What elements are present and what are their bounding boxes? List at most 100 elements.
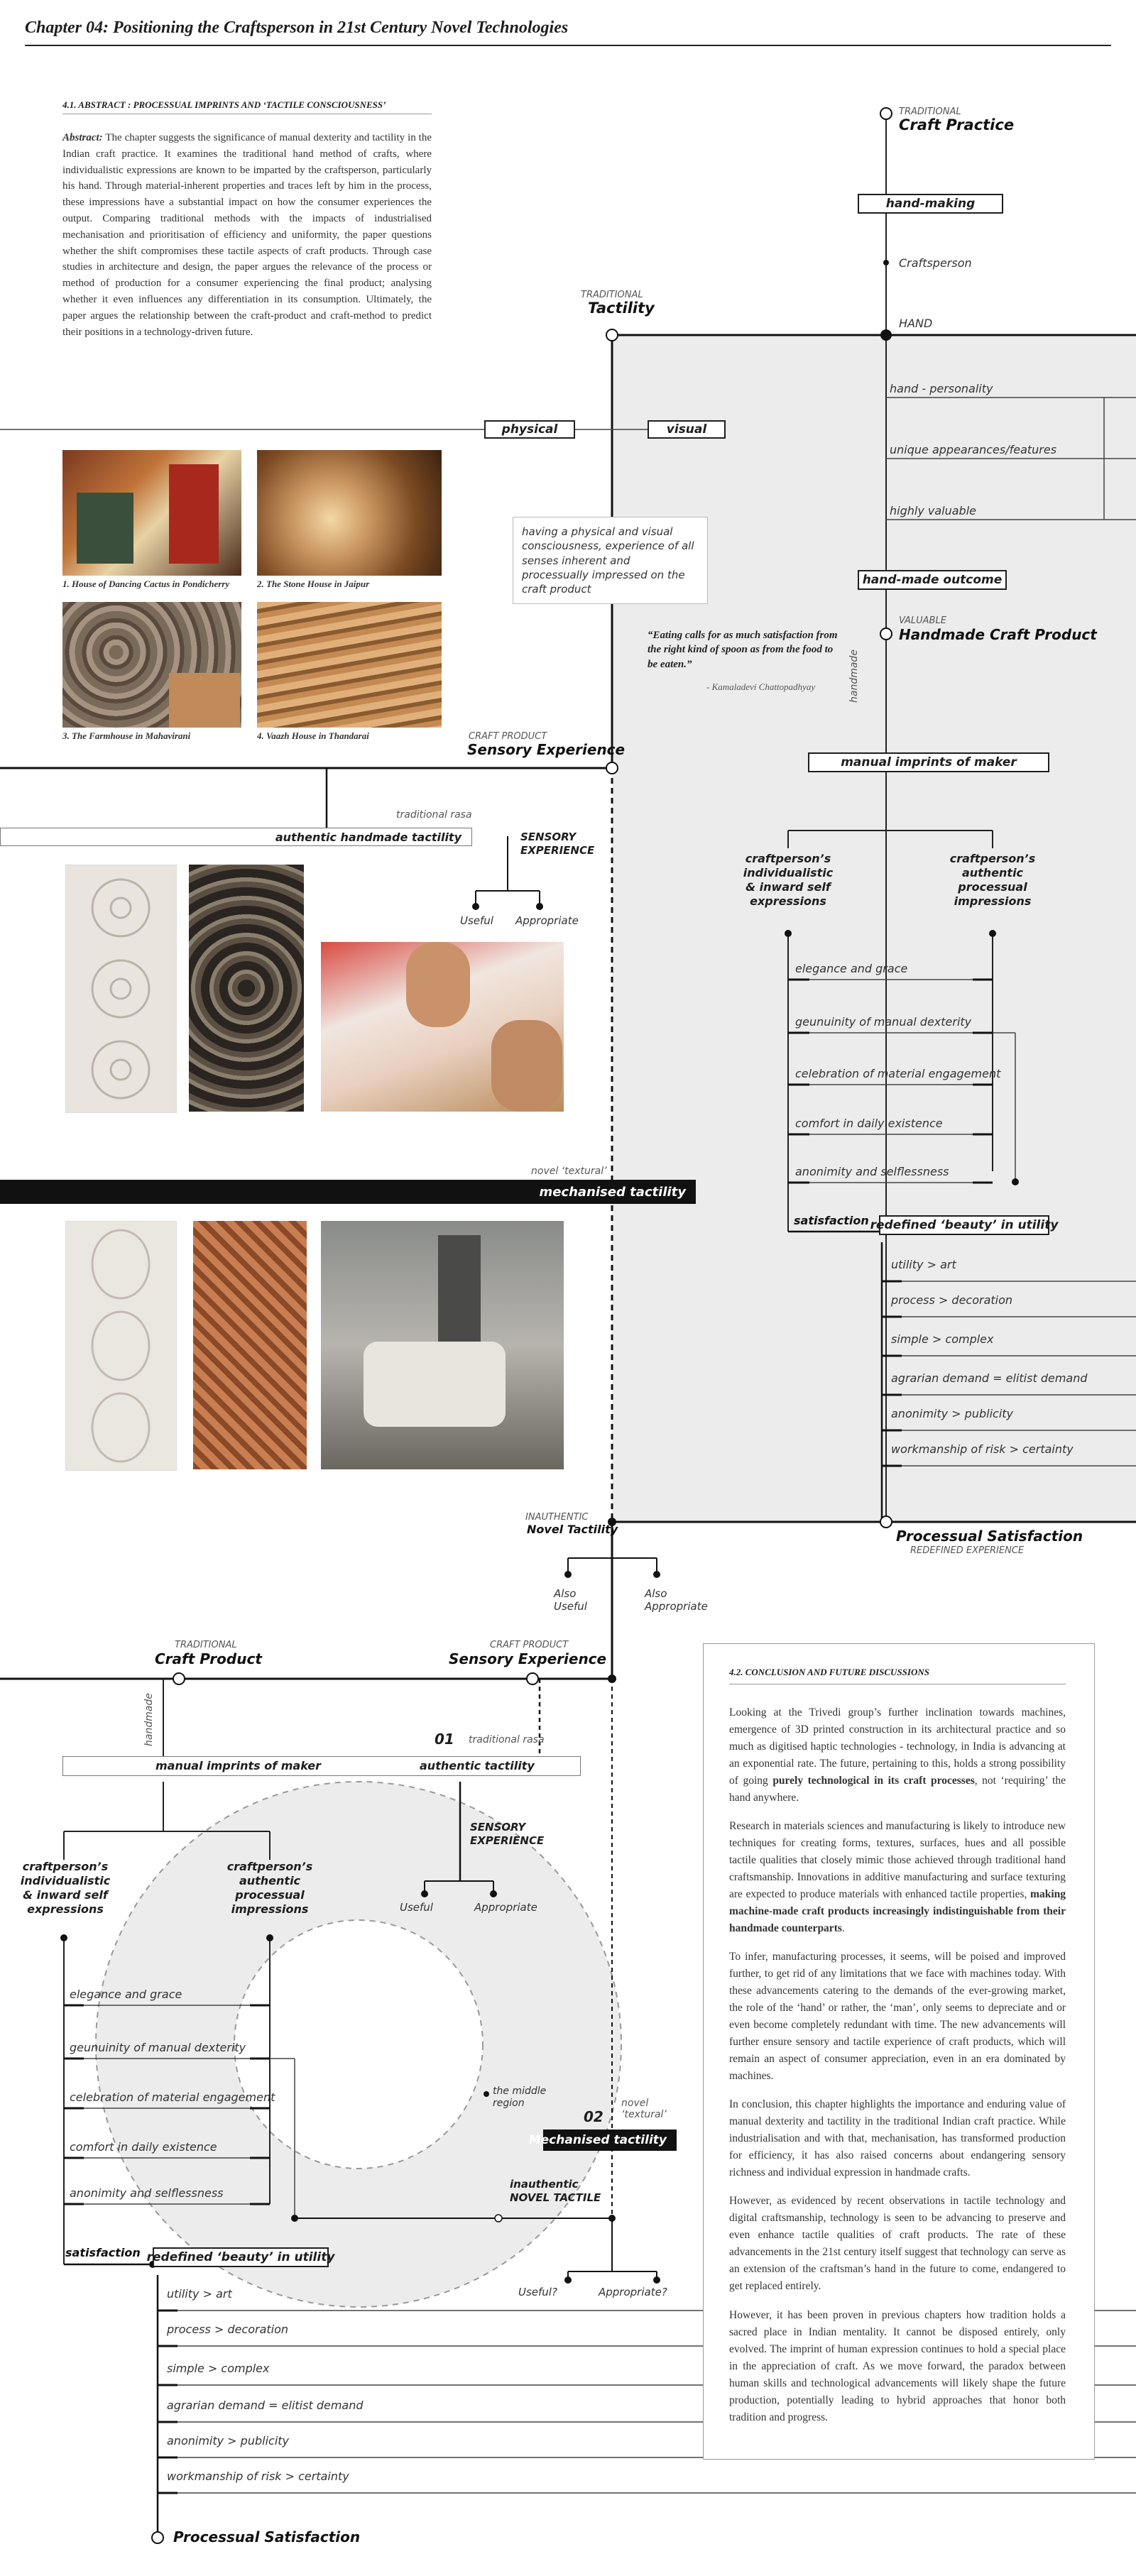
hand-making-box: hand-making xyxy=(858,194,1003,214)
physical-box: physical xyxy=(484,420,575,439)
photo-machine-stone-panel xyxy=(65,1221,177,1471)
sensory-craft-product: CRAFT PRODUCT xyxy=(469,731,547,742)
lower-authentic-tactility: authentic tactility xyxy=(420,1759,535,1772)
abstract-text: The chapter suggests the significance of… xyxy=(62,132,432,338)
photo-handmade-jali xyxy=(189,865,304,1112)
lower-imprints-bar: manual imprints of maker authentic tacti… xyxy=(62,1756,581,1776)
photo-caption-1: 1. House of Dancing Cactus in Pondicherr… xyxy=(62,579,230,589)
lower-imprints-label: manual imprints of maker xyxy=(155,1759,322,1772)
photo-hand-weaving xyxy=(321,942,564,1112)
conclusion-p1: Looking at the Trivedi group’s further i… xyxy=(729,1704,1066,1807)
lower-redefined-beauty: redefined ‘beauty’ in utility xyxy=(147,2247,334,2267)
conclusion-p3: To infer, manufacturing processes, it se… xyxy=(729,1951,1066,2083)
quality-3: celebration of material engagement xyxy=(795,1067,1001,1080)
lower-comparison-5: anonimity > publicity xyxy=(167,2434,289,2448)
manual-imprints-box: manual imprints of maker xyxy=(808,752,1049,772)
photo-house-dancing-cactus xyxy=(62,450,241,576)
useful-label: Useful xyxy=(460,914,493,927)
lower-sensory-title: Sensory Experience xyxy=(449,1650,607,1667)
photo-machine-jali xyxy=(193,1221,307,1469)
quality-1: elegance and grace xyxy=(795,962,908,975)
lower-quality-3: celebration of material engagement xyxy=(70,2090,275,2104)
num-02: 02 xyxy=(584,2108,604,2125)
conclusion-p5: However, as evidenced by recent observat… xyxy=(729,2195,1066,2293)
comparison-6: workmanship of risk > certainty xyxy=(891,1442,1074,1456)
photo-caption-4: 4. Vaazh House in Thandarai xyxy=(257,730,369,741)
quote-text: “Eating calls for as much satisfaction f… xyxy=(648,630,838,670)
sensory-experience-title: Sensory Experience xyxy=(467,741,626,758)
tactility-title: Tactility xyxy=(588,300,655,317)
photo-cnc-machine xyxy=(321,1221,564,1469)
lower-comparison-2: process > decoration xyxy=(167,2323,289,2336)
handmade-craft-product-title: Handmade Craft Product xyxy=(899,626,1097,643)
craftsperson-label: Craftsperson xyxy=(899,256,972,270)
comparison-1: utility > art xyxy=(891,1258,956,1271)
photo-stone-house xyxy=(257,450,442,576)
abstract-block: Abstract: The chapter suggests the signi… xyxy=(62,130,432,340)
p1-b: purely technological in its craft proces… xyxy=(772,1775,975,1787)
lower-traditional-rasa: traditional rasa xyxy=(469,1734,545,1745)
photo-caption-3: 3. The Farmhouse in Mahavirani xyxy=(62,730,191,741)
conclusion-p2: Research in materials sciences and manuf… xyxy=(729,1818,1066,1937)
lower-quality-2: geunuinity of manual dexterity xyxy=(70,2041,246,2054)
tactility-traditional: TRADITIONAL xyxy=(581,290,643,300)
abstract-heading: 4.1. ABSTRACT : PROCESSUAL IMPRINTS AND … xyxy=(62,99,386,110)
individualistic-label: craftperson’s individualistic & inward s… xyxy=(743,852,834,908)
lower-individualistic: craftperson’s individualistic & inward s… xyxy=(20,1860,111,1916)
hand-personality-label: hand - personality xyxy=(890,382,993,395)
p1-c: , not ‘requiring’ the hand anywhere. xyxy=(729,1775,1066,1804)
conclusion-p6: However, it has been proven in previous … xyxy=(729,2308,1066,2423)
unique-label: unique appearances/features xyxy=(890,443,1057,456)
lower-quality-1: elegance and grace xyxy=(70,1988,182,2001)
hand-made-outcome-box: hand-made outcome xyxy=(858,570,1007,590)
lower-comparison-6: workmanship of risk > certainty xyxy=(167,2470,349,2483)
lower-quality-5: anonimity and selflessness xyxy=(70,2186,224,2200)
lower-handmade-vertical: handmade xyxy=(143,1693,155,1746)
lower-comparison-3: simple > complex xyxy=(167,2362,270,2375)
lower-cp-caps: CRAFT PRODUCT xyxy=(490,1640,569,1650)
p1-a: Looking at the Trivedi group’s further i… xyxy=(729,1706,1066,1787)
lower-comparison-1: utility > art xyxy=(167,2287,232,2301)
also-useful-label: Also Useful xyxy=(554,1587,587,1613)
comparison-2: process > decoration xyxy=(891,1293,1013,1307)
inauthentic-novel-label: inauthentic NOVEL TACTILE xyxy=(510,2178,601,2204)
lower-useful-q: Useful? xyxy=(518,2286,557,2298)
lower-useful: Useful xyxy=(400,1901,433,1914)
comparison-4: agrarian demand = elitist demand xyxy=(891,1371,1088,1385)
redefined-beauty-box: redefined ‘beauty’ in utility xyxy=(870,1215,1058,1235)
middle-region-label: the middle region xyxy=(493,2086,547,2109)
p2-a: Research in materials sciences and manuf… xyxy=(729,1820,1066,1901)
quality-2: geunuinity of manual dexterity xyxy=(795,1015,972,1029)
quality-5: anonimity and selflessness xyxy=(795,1165,949,1178)
num-01: 01 xyxy=(435,1731,454,1748)
photo-caption-2: 2. The Stone House in Jaipur xyxy=(257,579,370,589)
novel-inauthentic: INAUTHENTIC xyxy=(525,1512,589,1523)
satisfaction-label: satisfaction xyxy=(794,1214,869,1227)
lower-appropriate: Appropriate xyxy=(474,1901,537,1914)
lower-processual-title: Processual Satisfaction xyxy=(173,2528,361,2545)
traditional-rasa-label: traditional rasa xyxy=(396,809,472,821)
processual-sub: REDEFINED EXPERIENCE xyxy=(910,1545,1025,1556)
quote-author: - Kamaladevi Chattopadhyay xyxy=(706,681,816,692)
photo-farmhouse xyxy=(62,602,241,728)
conclusion-p4: In conclusion, this chapter highlights t… xyxy=(729,2098,1066,2179)
valuable-label: highly valuable xyxy=(890,504,976,517)
lower-quality-4: comfort in daily existence xyxy=(70,2140,217,2154)
visual-box: visual xyxy=(648,420,726,439)
appropriate-label: Appropriate xyxy=(515,914,579,927)
authentic-impressions-label: craftperson’s authentic processual impre… xyxy=(949,852,1036,908)
conclusion-panel: 4.2. CONCLUSION AND FUTURE DISCUSSIONS L… xyxy=(703,1643,1095,2460)
photo-vaazh-house xyxy=(257,602,442,728)
hand-label: HAND xyxy=(899,317,933,330)
comparison-3: simple > complex xyxy=(891,1332,994,1346)
quality-4: comfort in daily existence xyxy=(795,1117,943,1130)
lower-mechanised-bar: Mechanised tactility xyxy=(529,2130,677,2151)
craft-practice-traditional: TRADITIONAL xyxy=(899,106,961,117)
novel-textural-label: novel ‘textural’ xyxy=(531,1166,607,1177)
also-appropriate-label: Also Appropriate xyxy=(645,1587,708,1613)
mechanised-tactility-bar: mechanised tactility xyxy=(0,1180,696,1204)
page-title: Chapter 04: Positioning the Craftsperson… xyxy=(25,18,569,37)
processual-satisfaction-title: Processual Satisfaction xyxy=(896,1528,1083,1545)
grey-panel xyxy=(612,335,1136,1522)
lower-novel-textural: novel ‘textural’ xyxy=(621,2098,667,2120)
